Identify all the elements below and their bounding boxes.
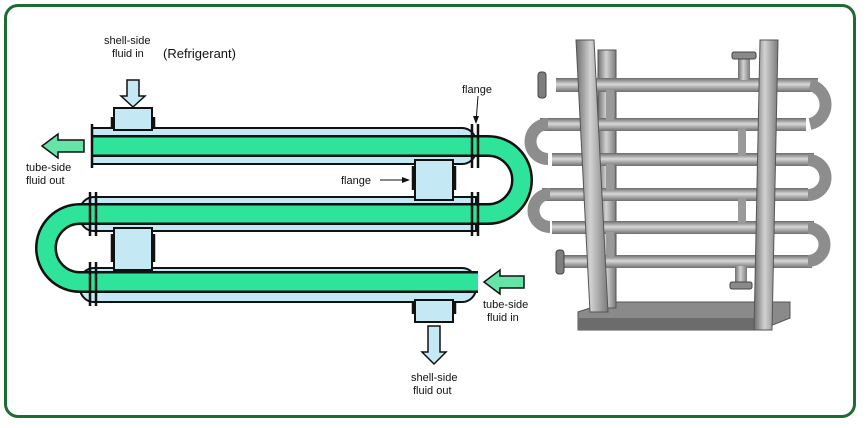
shell-in-label-line3: (Refrigerant) [163, 46, 236, 61]
shell-in-label-line2: fluid in [112, 48, 144, 60]
flange-marks [88, 117, 480, 314]
tube-out-label-line2: fluid out [26, 175, 65, 187]
shell-crossover-lower [113, 227, 153, 271]
flange-mid-label: flange [341, 175, 371, 187]
shell-inlet-nozzle [113, 107, 153, 131]
tube-in-label-line1: tube-side [483, 299, 528, 311]
shell-crossover-upper [414, 159, 454, 201]
shell-out-label-line2: fluid out [413, 385, 452, 397]
tube-in-arrow [482, 268, 525, 296]
tube-bundle [524, 51, 832, 290]
schematic: shell-side fluid in (Refrigerant) tube-s… [26, 35, 533, 397]
shell-outlet-nozzle [414, 299, 454, 323]
tube-path [37, 137, 531, 291]
flange-top-label: flange [462, 84, 492, 96]
tube-in-label-line2: fluid in [487, 312, 519, 324]
shell-out-arrow [420, 325, 448, 366]
shell-out-label-line1: shell-side [411, 372, 457, 384]
exchanger-photo [524, 39, 832, 331]
shell-in-arrow [119, 79, 147, 109]
tube-out-label-line1: tube-side [26, 162, 71, 174]
shell-in-label-line1: shell-side [104, 35, 150, 47]
tube-out-arrow [40, 132, 85, 160]
